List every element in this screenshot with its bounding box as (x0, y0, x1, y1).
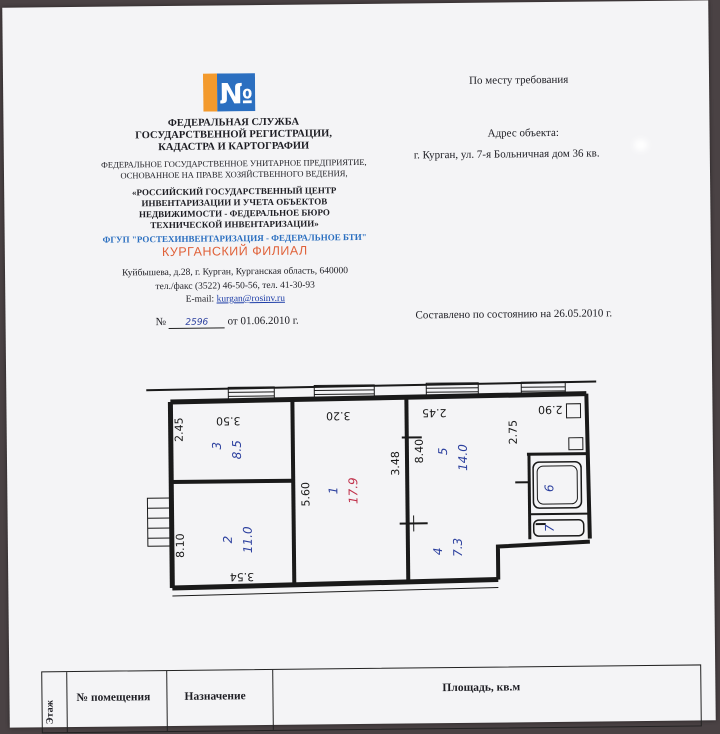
dim-2-75: 2.75 (507, 420, 520, 445)
header-purpose: Назначение (184, 690, 245, 703)
room-5-area: 14.0 (456, 444, 470, 471)
dim-8-40: 8.40 (413, 439, 426, 464)
room-1-area: 17.9 (346, 477, 360, 504)
dim-5-60: 5.60 (299, 482, 312, 507)
room-2-id: 2 (221, 536, 235, 544)
document-date: от 01.06.2010 г. (227, 315, 298, 328)
header-area: Площадь, кв.м (442, 681, 520, 694)
object-address-label: Адрес объекта: (488, 127, 559, 140)
room-3-id: 3 (210, 442, 224, 450)
room-1-id: 1 (326, 487, 340, 495)
state-date: Составлено по состоянию на 26.05.2010 г. (415, 307, 612, 321)
floor-plan: 3.50 3.20 2.45 2.90 2.45 5.60 3.48 8.40 … (136, 373, 608, 608)
branch-address: Куйбышева, д.28, г. Курган, Курганская о… (75, 266, 395, 280)
room-7-id: 7 (543, 524, 557, 532)
dim-2-45-side: 2.45 (173, 417, 186, 442)
number-label: № (155, 316, 166, 328)
dim-3-54: 3.54 (230, 570, 255, 583)
header-floor: Этаж (45, 700, 56, 724)
room-4-area: 7.3 (451, 538, 465, 557)
room-4-id: 4 (431, 547, 445, 555)
org-line-3: КАДАСТРА И КАРТОГРАФИИ (74, 140, 394, 154)
email-label: E-mail: (186, 295, 215, 305)
number-value: 2596 (169, 317, 225, 329)
dim-2-90: 2.90 (538, 403, 563, 416)
logo-mark: № (219, 77, 253, 110)
room-6-id: 6 (542, 484, 556, 492)
glare-spot (634, 139, 648, 151)
room-5-id: 5 (436, 447, 450, 455)
dim-8-10: 8.10 (174, 533, 187, 558)
area-table: Этаж № помещения Назначение Площадь, кв.… (41, 664, 702, 733)
rosinv-logo: № (203, 73, 255, 112)
center-line-4: ТЕХНИЧЕСКОЙ ИНВЕНТАРИЗАЦИИ» (74, 218, 394, 232)
branch-name: КУРГАНСКИЙ ФИЛИАЛ (75, 245, 395, 259)
room-3-area: 8.5 (230, 440, 244, 459)
dim-2-45-top: 2.45 (422, 406, 447, 419)
request-place: По месту требования (469, 74, 568, 87)
room-2-area: 11.0 (241, 526, 255, 553)
dim-3-48: 3.48 (389, 451, 402, 476)
object-address-value: г. Курган, ул. 7-я Больничная дом 36 кв. (414, 147, 600, 161)
header-room: № помещения (76, 691, 150, 704)
dim-3-20: 3.20 (326, 409, 351, 422)
email-link[interactable]: kurgan@rosinv.ru (216, 294, 284, 305)
dim-3-50: 3.50 (216, 414, 241, 427)
branch-phones: тел./факс (3522) 46-50-56, тел. 41-30-93 (75, 280, 395, 294)
document-number: № 2596 от 01.06.2010 г. (155, 315, 298, 329)
branch-email: E-mail: kurgan@rosinv.ru (75, 293, 395, 307)
enterprise-line-2: ОСНОВАННОЕ НА ПРАВЕ ХОЗЯЙСТВЕННОГО ВЕДЕН… (74, 168, 394, 182)
